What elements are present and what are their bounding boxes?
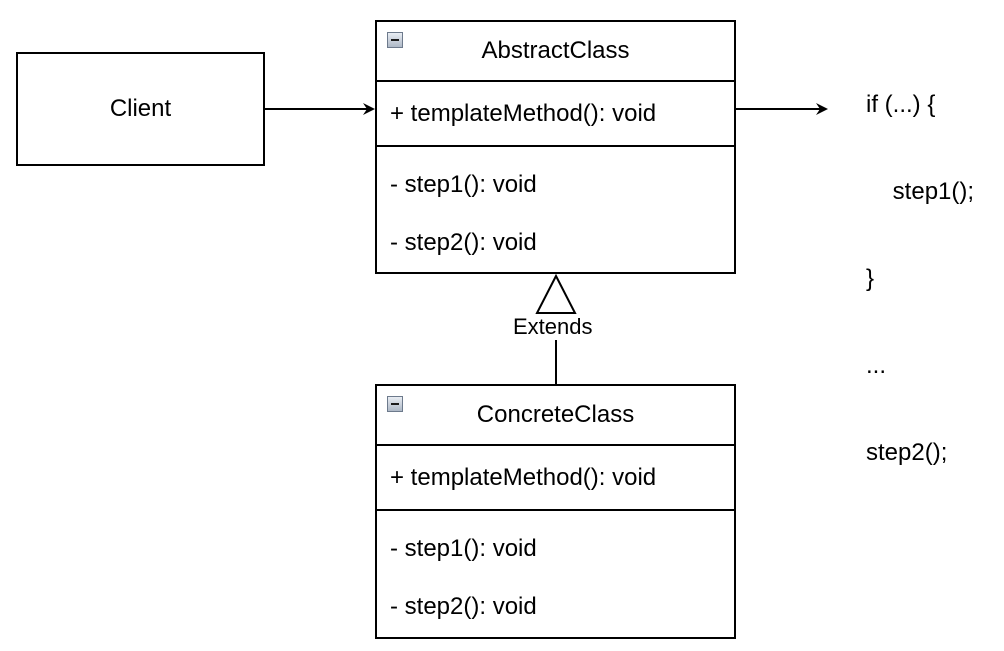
concrete-public-ops: + templateMethod(): void — [377, 446, 734, 511]
abstract-public-ops: + templateMethod(): void — [377, 82, 734, 147]
inheritance-triangle[interactable] — [535, 273, 577, 314]
note-line: step2(); — [866, 439, 948, 466]
abstract-private-ops: - step1(): void - step2(): void — [377, 147, 734, 272]
abstract-step1: - step1(): void — [390, 171, 537, 198]
note-line: if (...) { — [866, 91, 936, 118]
client-box[interactable]: Client — [16, 52, 265, 166]
concrete-step1: - step1(): void — [390, 535, 537, 562]
abstract-step2: - step2(): void — [390, 229, 537, 256]
collapse-icon[interactable] — [387, 396, 403, 412]
concrete-private-ops: - step1(): void - step2(): void — [377, 511, 734, 636]
collapse-icon[interactable] — [387, 32, 403, 48]
abstract-class-name: AbstractClass — [481, 37, 630, 64]
concrete-class-box[interactable]: ConcreteClass + templateMethod(): void -… — [375, 384, 736, 639]
extends-label: Extends — [512, 314, 594, 340]
note-line: ... — [866, 352, 887, 379]
client-label: Client — [109, 95, 172, 122]
concrete-class-header: ConcreteClass — [377, 386, 734, 446]
abstract-class-header: AbstractClass — [377, 22, 734, 82]
concrete-class-name: ConcreteClass — [476, 401, 635, 428]
note-line: } — [866, 265, 875, 292]
concrete-step2: - step2(): void — [390, 593, 537, 620]
abstract-template-method: + templateMethod(): void — [390, 99, 657, 127]
concrete-template-method: + templateMethod(): void — [390, 463, 657, 491]
abstract-class-box[interactable]: AbstractClass + templateMethod(): void -… — [375, 20, 736, 274]
note-line: step1(); — [866, 178, 975, 205]
code-note: if (...) { step1(); } ... step2(); — [866, 32, 974, 496]
